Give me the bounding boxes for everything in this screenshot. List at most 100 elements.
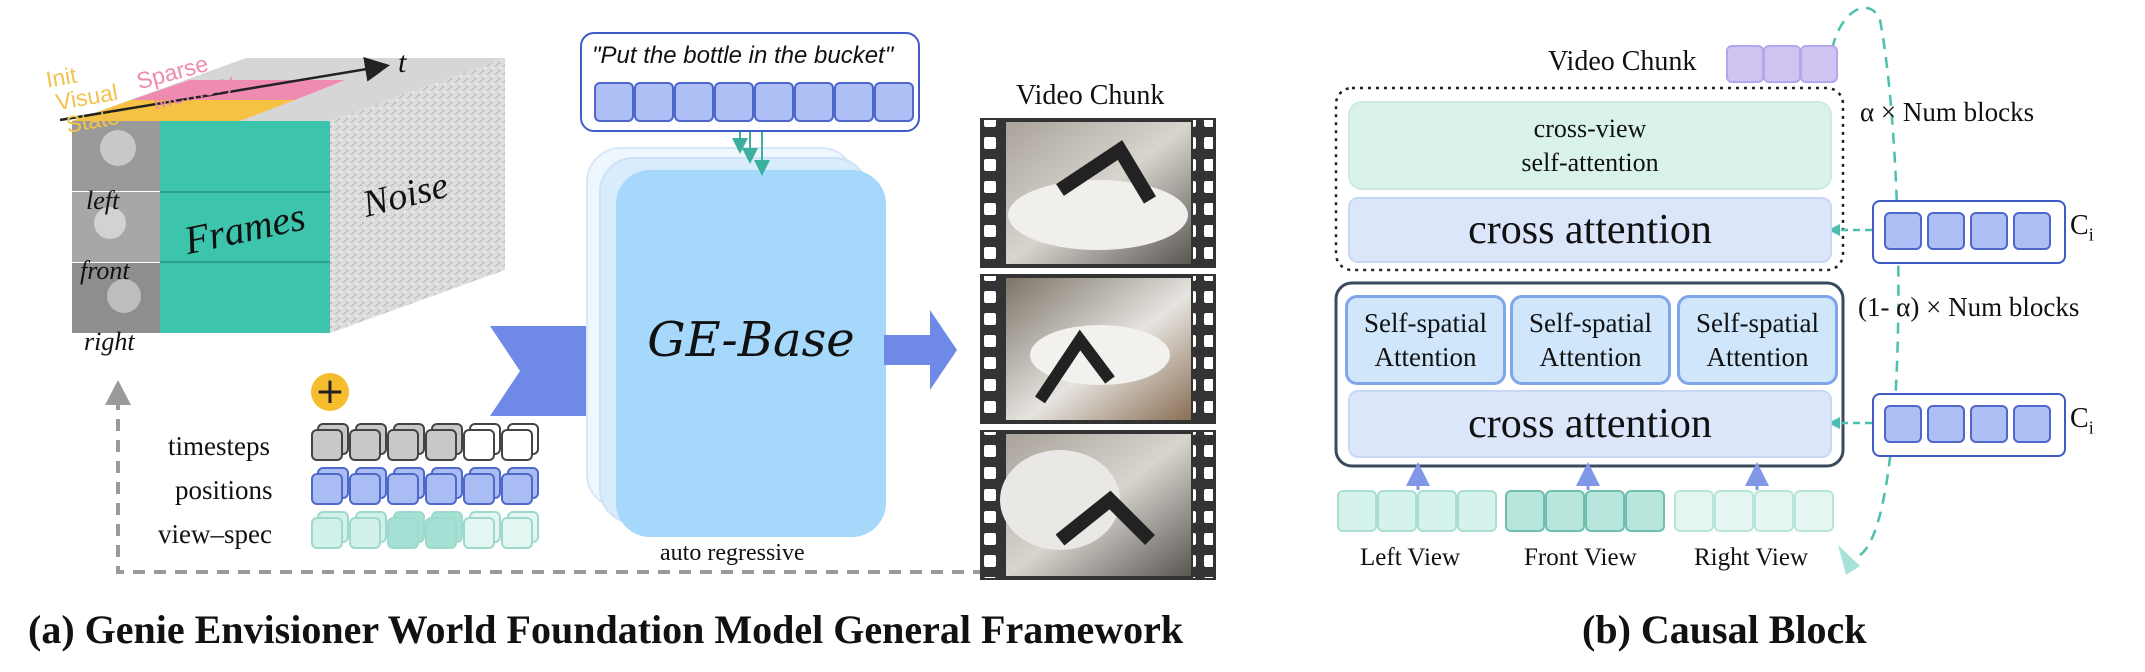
position-token — [425, 473, 457, 505]
prompt-box: "Put the bottle in the bucket" — [580, 32, 920, 132]
ge-base-label: GE-Base — [647, 312, 855, 368]
condition-token — [1884, 212, 1922, 250]
view-tokens — [1337, 490, 1834, 532]
legend-init-visual-state: Init Visual State — [44, 56, 124, 139]
view-token — [1417, 490, 1457, 532]
timestep-token — [311, 429, 343, 461]
cross-attention-block-alpha: cross attention — [1348, 197, 1832, 263]
video-chunk-label-b: Video Chunk — [1548, 46, 1697, 77]
row-label-positions: positions — [175, 475, 273, 505]
view-label-right-b: Right View — [1694, 544, 1809, 571]
position-token — [387, 473, 419, 505]
view-spec-token — [311, 517, 343, 549]
position-token — [349, 473, 381, 505]
cross-view-line-2: self-attention — [1521, 147, 1659, 177]
view-token — [1674, 490, 1714, 532]
condition-token — [1927, 212, 1965, 250]
prompt-token — [794, 82, 834, 122]
view-token — [1714, 490, 1754, 532]
one-minus-alpha-label: (1- α) × Num blocks — [1858, 292, 2080, 322]
row-label-view-spec: view–spec — [158, 519, 272, 549]
ge-base-model — [616, 170, 886, 537]
cross-view-self-attention-block: cross-view self-attention — [1348, 101, 1832, 190]
prompt-token — [874, 82, 914, 122]
output-arrow — [884, 310, 957, 390]
timestep-token — [349, 429, 381, 461]
view-token — [1505, 490, 1545, 532]
view-label-left-b: Left View — [1360, 544, 1461, 571]
video-chunk-token — [1763, 45, 1801, 83]
prompt-text: "Put the bottle in the bucket" — [592, 42, 894, 69]
view-label-right: right — [84, 327, 135, 356]
self-spatial-left-line-2: Attention — [1374, 342, 1477, 372]
timestep-token — [501, 429, 533, 461]
condition-token — [1884, 405, 1922, 443]
plus-symbol: + — [314, 370, 346, 412]
row-label-timesteps: timesteps — [168, 431, 270, 461]
causal-loop-arrow — [1830, 6, 1900, 557]
condition-token — [2013, 405, 2051, 443]
self-spatial-attention-right: Self-spatial Attention — [1677, 295, 1838, 385]
feedback-loop-arrow — [116, 400, 985, 574]
prompt-token — [674, 82, 714, 122]
init-visual-state-strip — [72, 100, 295, 121]
auto-regressive-label: auto regressive — [660, 540, 805, 566]
view-spec-token — [463, 517, 495, 549]
cross-attention-block-one-minus-alpha: cross attention — [1348, 390, 1832, 458]
prompt-token — [754, 82, 794, 122]
caption-panel-a: (a) Genie Envisioner World Foundation Mo… — [28, 607, 1184, 652]
embedding-tokens — [311, 423, 539, 549]
caption-panel-b: (b) Causal Block — [1582, 607, 1867, 652]
time-axis-arrow — [59, 56, 390, 122]
plus-circle — [311, 373, 349, 411]
position-token — [311, 473, 343, 505]
self-spatial-front-line-1: Self-spatial — [1529, 308, 1652, 338]
view-token — [1625, 490, 1665, 532]
view-label-front-b: Front View — [1524, 544, 1637, 571]
view-token — [1377, 490, 1417, 532]
self-spatial-attention-left: Self-spatial Attention — [1345, 295, 1506, 385]
view-token — [1457, 490, 1497, 532]
timestep-token — [425, 429, 457, 461]
self-spatial-right-line-2: Attention — [1706, 342, 1809, 372]
view-token — [1794, 490, 1834, 532]
view-label-front: front — [80, 256, 130, 285]
prompt-token — [594, 82, 634, 122]
frames-block — [160, 121, 330, 333]
self-spatial-front-line-2: Attention — [1539, 342, 1642, 372]
condition-token — [2013, 212, 2051, 250]
timestep-token — [463, 429, 495, 461]
self-spatial-right-line-1: Self-spatial — [1696, 308, 1819, 338]
video-chunk-title: Video Chunk — [1016, 80, 1165, 111]
video-chunk-frames — [980, 118, 1216, 580]
view-spec-token — [425, 517, 457, 549]
view-spec-token — [387, 517, 419, 549]
view-label-left: left — [86, 186, 120, 215]
prompt-token — [714, 82, 754, 122]
view-token — [1585, 490, 1625, 532]
condition-label-bottom: Ci — [2070, 403, 2094, 438]
alpha-block-group — [1334, 86, 1845, 272]
video-chunk-token — [1800, 45, 1838, 83]
self-spatial-left-line-1: Self-spatial — [1364, 308, 1487, 338]
condition-tokens-top — [1872, 200, 2066, 264]
view-token — [1545, 490, 1585, 532]
frame-block — [72, 58, 505, 333]
video-chunk-token — [1726, 45, 1764, 83]
self-spatial-attention-front: Self-spatial Attention — [1510, 295, 1671, 385]
timestep-token — [387, 429, 419, 461]
prompt-token — [834, 82, 874, 122]
view-spec-token — [501, 517, 533, 549]
position-token — [463, 473, 495, 505]
noise-block — [330, 58, 505, 333]
condition-tokens-bottom — [1872, 393, 2066, 457]
position-token — [501, 473, 533, 505]
alpha-label: α × Num blocks — [1860, 97, 2035, 127]
condition-label-top: Ci — [2070, 210, 2094, 245]
condition-token — [1970, 405, 2008, 443]
view-token — [1337, 490, 1377, 532]
condition-token — [1927, 405, 1965, 443]
prompt-token — [634, 82, 674, 122]
